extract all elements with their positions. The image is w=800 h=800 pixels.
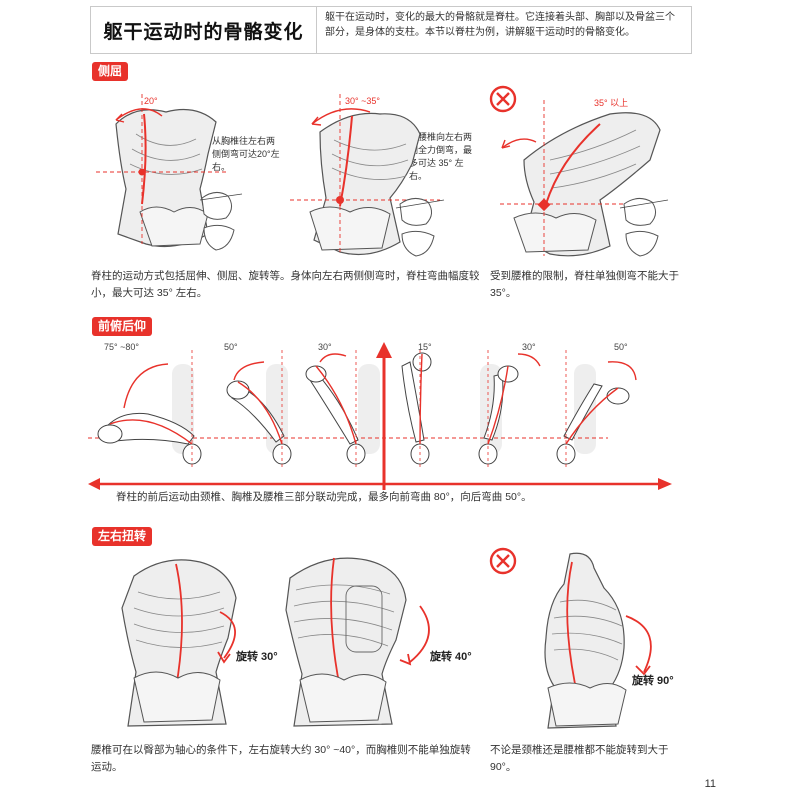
torso-rotation-30-figure xyxy=(121,559,237,727)
torso-rotation-wrong-figure xyxy=(544,552,627,729)
flexion-extension-diagram xyxy=(88,342,672,490)
rotation-arrow-icon xyxy=(217,611,236,664)
caption-rotation-wrong: 不论是颈椎还是腰椎都不能旋转到大于 90°。 xyxy=(490,744,669,773)
rotation-label: 旋转 30° xyxy=(236,651,278,663)
angle-label: 15° xyxy=(418,342,432,352)
prohibited-icon xyxy=(489,547,517,575)
rotation-arrow-icon xyxy=(399,605,430,666)
rotation-label: 旋转 90° xyxy=(632,675,674,687)
angle-label: 30° xyxy=(522,342,536,352)
figure-note: 从腰椎向左右两侧全力倒弯，最多可达 35° 左右。 xyxy=(409,132,473,181)
spine-detail-figure xyxy=(199,192,243,251)
caption-lateral-wrong: 受到腰椎的限制，脊柱单独侧弯不能大于 35°。 xyxy=(490,270,679,299)
torso-rotation-40-figure xyxy=(285,557,407,727)
angle-label: 20° xyxy=(144,96,158,106)
section-tag-lateral: 侧屈 xyxy=(92,62,129,81)
rotation-label: 旋转 40° xyxy=(430,651,472,663)
torso-lateral-20-figure xyxy=(96,94,226,248)
page-header: 躯干运动时的骨骼变化 躯干在运动时，变化的最大的骨骼就是脊柱。它连接着头部、胸部… xyxy=(90,6,692,54)
caption-rotation: 腰椎可在以臀部为轴心的条件下，左右旋转大约 30° ~40°，而胸椎则不能单独旋… xyxy=(91,744,471,773)
torso-lateral-wrong-figure xyxy=(500,100,661,257)
page-title: 躯干运动时的骨骼变化 xyxy=(91,7,317,53)
angle-label: 30° ~35° xyxy=(345,96,380,106)
prohibited-icon xyxy=(489,85,517,113)
section-tag-rotation: 左右扭转 xyxy=(92,527,153,546)
angle-label: 35° 以上 xyxy=(594,98,629,108)
caption-flexion: 脊柱的前后运动由颈椎、胸椎及腰椎三部分联动完成，最多向前弯曲 80°，向后弯曲 … xyxy=(116,491,532,503)
rotation-arrow-icon xyxy=(625,615,652,676)
section-tag-flexion: 前俯后仰 xyxy=(92,317,153,336)
caption-lateral: 脊柱的运动方式包括屈伸、侧屈、旋转等。身体向左右两侧侧弯时，脊柱弯曲幅度较小，最… xyxy=(91,270,480,299)
angle-label: 50° xyxy=(224,342,238,352)
figure-note: 从胸椎往左右两侧倒弯可达20°左右。 xyxy=(212,136,280,172)
spine-detail-figure xyxy=(395,198,445,257)
page-number: 11 xyxy=(704,778,716,790)
angle-label: 75° ~80° xyxy=(104,342,139,352)
angle-label: 50° xyxy=(614,342,628,352)
torso-lateral-35-figure xyxy=(290,94,440,256)
angle-label: 30° xyxy=(318,342,332,352)
page-intro: 躯干在运动时，变化的最大的骨骼就是脊柱。它连接着头部、胸部以及骨盆三个部分，是身… xyxy=(325,12,675,38)
spine-detail-figure xyxy=(619,198,669,257)
